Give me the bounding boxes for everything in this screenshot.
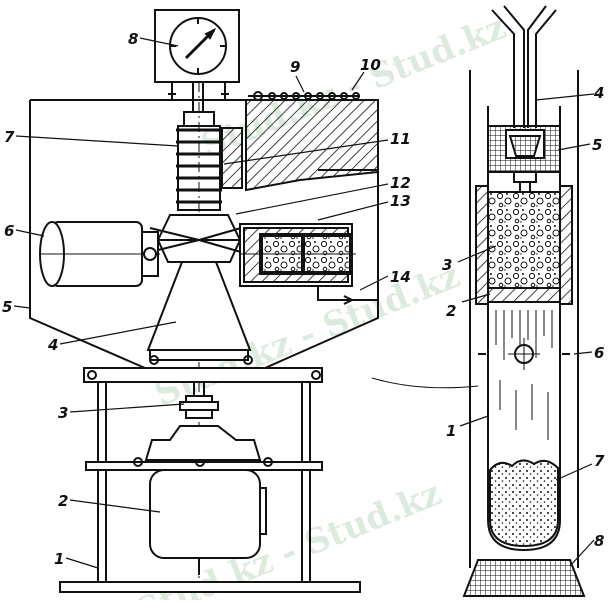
label-13: 13	[390, 192, 411, 210]
chamber-wall-left	[475, 185, 489, 305]
label-11: 11	[390, 130, 411, 148]
right-label-1: 1	[446, 422, 456, 440]
label-5: 5	[2, 298, 12, 316]
upper-plate	[83, 367, 323, 383]
pipe-14	[317, 169, 379, 301]
label-9: 9	[290, 58, 300, 76]
right-label-7: 7	[594, 452, 605, 470]
tube-base	[462, 559, 586, 597]
coupling	[179, 382, 219, 419]
label-2: 2	[58, 492, 68, 510]
pedestal	[146, 261, 252, 351]
label-3: 3	[58, 404, 68, 422]
cylinder-6	[39, 221, 160, 287]
label-6: 6	[4, 222, 14, 240]
wire-left	[491, 9, 515, 128]
right-label-6: 6	[594, 344, 604, 362]
right-label-5: 5	[592, 136, 602, 154]
wire-right	[535, 9, 557, 128]
nozzle-row	[248, 91, 360, 101]
diaphragm-assembly	[149, 214, 249, 263]
right-label-3: 3	[442, 256, 452, 274]
right-apparatus	[462, 5, 586, 597]
right-label-8: 8	[594, 532, 604, 550]
right-leader-lines	[457, 93, 595, 567]
piston-2	[487, 287, 561, 303]
collected-dust	[489, 459, 559, 548]
label-8: 8	[128, 30, 138, 48]
tube-inner	[487, 106, 561, 552]
left-leader-lines	[13, 37, 389, 569]
left-apparatus	[29, 9, 379, 595]
base-plate	[59, 581, 361, 593]
label-12: 12	[390, 174, 411, 192]
right-label-2: 2	[446, 302, 456, 320]
chamber-13	[239, 223, 356, 287]
label-10: 10	[360, 56, 381, 74]
label-7: 7	[4, 128, 15, 146]
dust-streaks	[495, 310, 553, 440]
arc-line	[371, 377, 479, 389]
label-14: 14	[390, 268, 411, 286]
chamber-wall-right	[559, 185, 573, 305]
label-4: 4	[47, 336, 58, 354]
right-label-4: 4	[593, 84, 604, 102]
motor	[144, 425, 267, 575]
left-labels: 1 2 3 4 5 6 7 8 9 10 11 12 13 14	[2, 30, 411, 568]
hatched-block	[245, 99, 379, 192]
right-labels: 2 3 4 5 6 1 7 8	[442, 84, 605, 550]
label-1: 1	[54, 550, 64, 568]
powder-sample	[487, 191, 561, 289]
